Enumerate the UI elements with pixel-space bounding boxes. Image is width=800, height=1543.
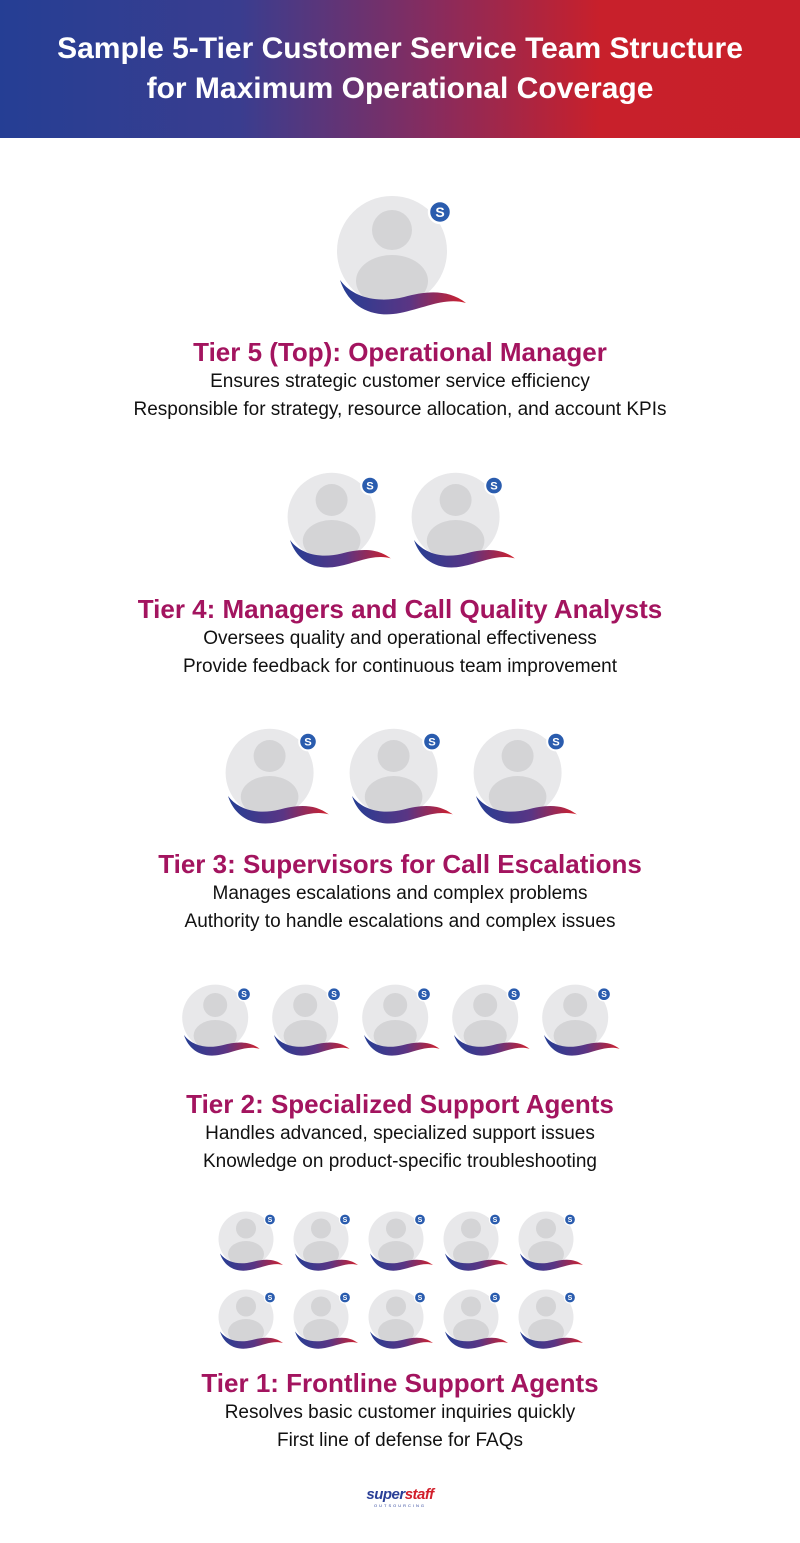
superstaff-s-badge-icon: S bbox=[343, 1217, 348, 1224]
superstaff-s-badge-icon: S bbox=[304, 737, 312, 749]
person-avatar-icon: S bbox=[365, 1206, 435, 1276]
superstaff-s-badge-icon: S bbox=[493, 1295, 498, 1302]
tier-5: S bbox=[0, 185, 800, 325]
superstaff-s-badge-icon: S bbox=[428, 737, 436, 749]
logo-tagline: OUTSOURCING bbox=[374, 1503, 426, 1508]
tier-1-title: Tier 1: Frontline Support Agents bbox=[201, 1368, 599, 1398]
tier-4-text: Tier 4: Managers and Call Quality Analys… bbox=[0, 593, 800, 681]
person-avatar-icon: S bbox=[515, 1206, 585, 1276]
person-avatar-icon: S bbox=[178, 978, 262, 1062]
person-avatar-icon: S bbox=[406, 464, 518, 576]
superstaff-s-badge-icon: S bbox=[343, 1295, 348, 1302]
superstaff-logo: superstaff OUTSOURCING bbox=[0, 1486, 800, 1509]
superstaff-s-badge-icon: S bbox=[366, 481, 374, 493]
person-avatar-icon: S bbox=[358, 978, 442, 1062]
superstaff-s-badge-icon: S bbox=[268, 1217, 273, 1224]
tier-4-title: Tier 4: Managers and Call Quality Analys… bbox=[137, 594, 663, 624]
tier-5-line-2: Responsible for strategy, resource alloc… bbox=[133, 399, 667, 420]
tier-2-line-2: Knowledge on product-specific troublesho… bbox=[203, 1151, 597, 1172]
person-avatar-icon: S bbox=[515, 1284, 585, 1354]
person-avatar-icon: S bbox=[448, 978, 532, 1062]
person-avatar-icon: S bbox=[268, 978, 352, 1062]
superstaff-s-badge-icon: S bbox=[331, 989, 337, 999]
superstaff-s-badge-icon: S bbox=[511, 989, 517, 999]
title-banner: Sample 5-Tier Customer Service Team Stru… bbox=[0, 0, 800, 138]
tier-5-title: Tier 5 (Top): Operational Manager bbox=[193, 337, 607, 367]
tier-1-line-2: First line of defense for FAQs bbox=[276, 1430, 524, 1451]
superstaff-s-badge-icon: S bbox=[493, 1217, 498, 1224]
person-avatar-icon: S bbox=[365, 1284, 435, 1354]
person-avatar-icon: S bbox=[538, 978, 622, 1062]
person-avatar-icon: S bbox=[215, 1206, 285, 1276]
person-avatar-icon: S bbox=[282, 464, 394, 576]
tier-1-text: Tier 1: Frontline Support Agents Resolve… bbox=[0, 1367, 800, 1455]
superstaff-s-badge-icon: S bbox=[490, 481, 498, 493]
person-avatar-icon: S bbox=[440, 1284, 510, 1354]
tier-3-line-2: Authority to handle escalations and comp… bbox=[184, 911, 616, 932]
person-avatar-icon: S bbox=[468, 720, 580, 832]
tier-2-title: Tier 2: Specialized Support Agents bbox=[186, 1089, 614, 1119]
tier-3-text: Tier 3: Supervisors for Call Escalations… bbox=[0, 848, 800, 936]
superstaff-s-badge-icon: S bbox=[601, 989, 607, 999]
tier-4-line-1: Oversees quality and operational effecti… bbox=[203, 628, 597, 649]
logo-part-1: super bbox=[366, 1486, 405, 1503]
tier-2-line-1: Handles advanced, specialized support is… bbox=[205, 1123, 595, 1144]
person-avatar-icon: S bbox=[330, 185, 470, 325]
superstaff-s-badge-icon: S bbox=[568, 1217, 573, 1224]
superstaff-s-badge-icon: S bbox=[268, 1295, 273, 1302]
logo-part-2: staff bbox=[404, 1486, 434, 1503]
tier-1: S S S S S S S S S S bbox=[0, 1206, 800, 1354]
tier-5-line-1: Ensures strategic customer service effic… bbox=[210, 371, 590, 392]
superstaff-s-badge-icon: S bbox=[418, 1295, 423, 1302]
tier-3-line-1: Manages escalations and complex problems bbox=[212, 883, 588, 904]
page-title-line-2: for Maximum Operational Coverage bbox=[146, 72, 654, 105]
superstaff-s-badge-icon: S bbox=[552, 737, 560, 749]
person-avatar-icon: S bbox=[220, 720, 332, 832]
tier-3-title: Tier 3: Supervisors for Call Escalations bbox=[158, 849, 642, 879]
logo-wordmark: superstaff bbox=[0, 1486, 800, 1503]
person-avatar-icon: S bbox=[290, 1206, 360, 1276]
person-avatar-icon: S bbox=[290, 1284, 360, 1354]
tier-1-line-1: Resolves basic customer inquiries quickl… bbox=[224, 1402, 576, 1423]
superstaff-s-badge-icon: S bbox=[421, 989, 427, 999]
superstaff-s-badge-icon: S bbox=[241, 989, 247, 999]
tier-5-text: Tier 5 (Top): Operational Manager Ensure… bbox=[0, 336, 800, 424]
superstaff-s-badge-icon: S bbox=[435, 204, 444, 220]
tier-2-text: Tier 2: Specialized Support Agents Handl… bbox=[0, 1088, 800, 1176]
tier-4-line-2: Provide feedback for continuous team imp… bbox=[182, 656, 618, 677]
person-avatar-icon: S bbox=[440, 1206, 510, 1276]
person-avatar-icon: S bbox=[344, 720, 456, 832]
tier-5-avatars: S bbox=[0, 185, 800, 325]
page-title-line-1: Sample 5-Tier Customer Service Team Stru… bbox=[57, 32, 743, 65]
person-avatar-icon: S bbox=[215, 1284, 285, 1354]
superstaff-s-badge-icon: S bbox=[418, 1217, 423, 1224]
superstaff-s-badge-icon: S bbox=[568, 1295, 573, 1302]
